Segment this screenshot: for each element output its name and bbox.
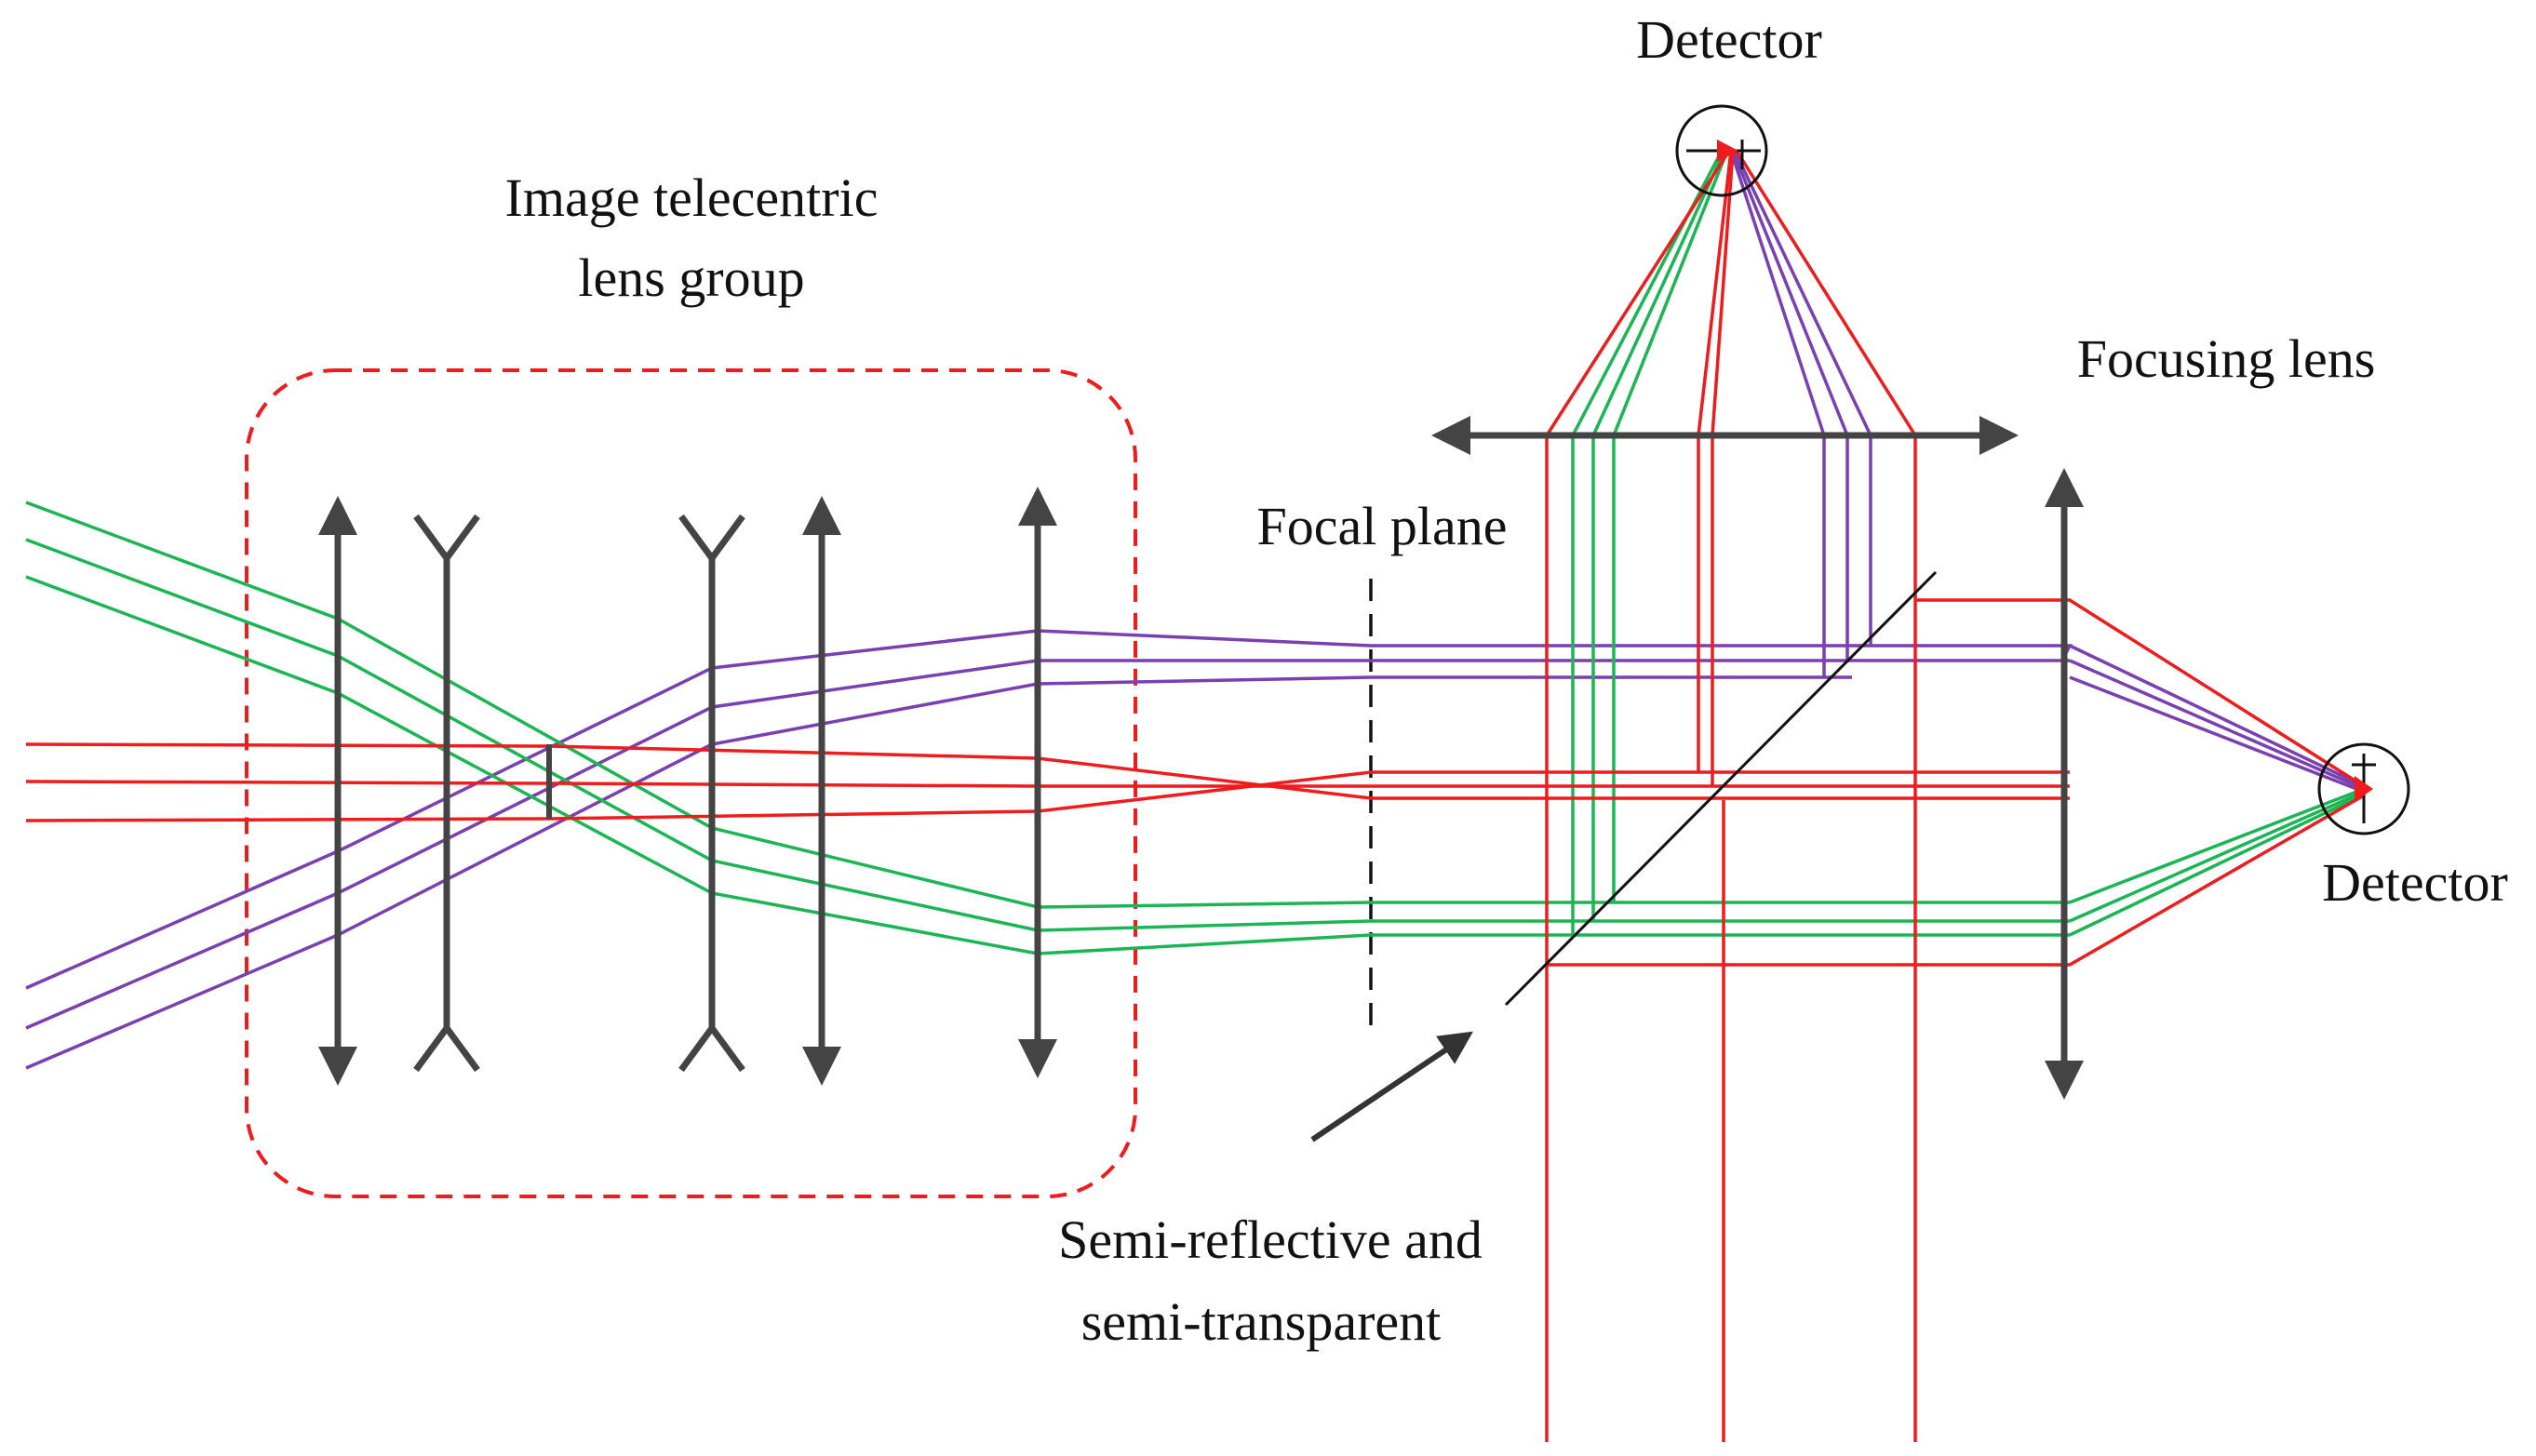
beam-splitter-label-line1: Semi-reflective and [1058, 1209, 1483, 1270]
beam-splitter [1504, 570, 1938, 1007]
lens-group-label-line2: lens group [578, 247, 804, 308]
concave-lens-1 [413, 514, 480, 1073]
detector-top-icon [1675, 104, 1768, 197]
focusing-lens-label: Focusing lens [2077, 328, 2376, 389]
focal-plane-label: Focal plane [1257, 496, 1508, 556]
lens-group-label-line1: Image telecentric [505, 167, 879, 228]
detector-top-label: Detector [1636, 9, 1822, 70]
purple-rays [25, 150, 2365, 1070]
beam-splitter-pointer-arrow [1310, 1031, 1473, 1142]
beam-splitter-label-line2: semi-transparent [1081, 1291, 1442, 1352]
lens-group-box [245, 368, 1137, 1198]
detector-right-icon [2317, 742, 2410, 835]
detector-right-label: Detector [2322, 852, 2508, 913]
concave-lens-2 [678, 514, 745, 1073]
